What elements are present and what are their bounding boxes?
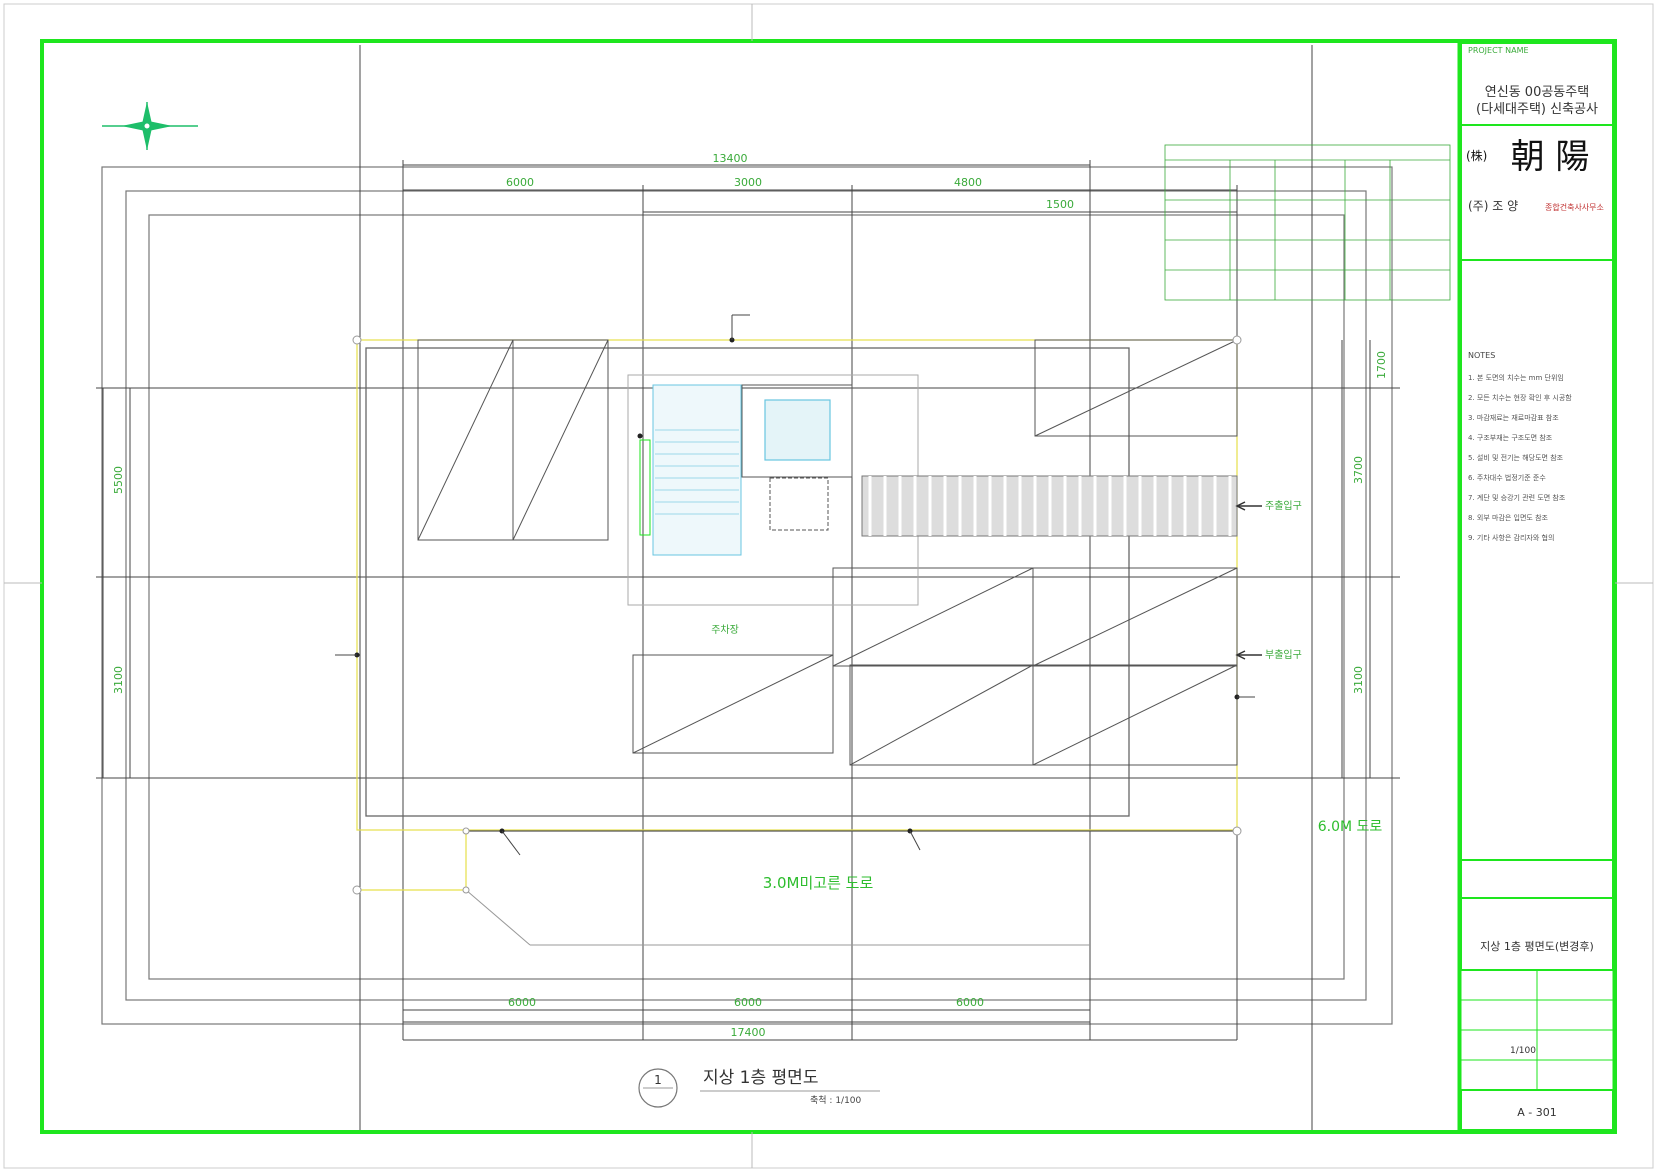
north-arrow-icon: [102, 102, 198, 150]
parking-label: 주차장: [711, 624, 739, 636]
project-name-line2: (다세대주택) 신축공사: [1476, 102, 1598, 117]
note-item: 4. 구조부재는 구조도면 참조: [1468, 433, 1553, 442]
dim-top-1: 6000: [506, 176, 534, 189]
plan-scale: 축척 : 1/100: [810, 1095, 862, 1106]
entrance-ramp: [861, 475, 1238, 537]
notes-list: 1. 본 도면의 치수는 mm 단위임 2. 모든 치수는 현장 확인 후 시공…: [1468, 373, 1572, 542]
svg-text:1: 1: [654, 1073, 662, 1087]
drawing-title-box: [1460, 897, 1614, 971]
dim-bottom-3: 6000: [956, 996, 984, 1009]
drawing-number: A - 301: [1517, 1106, 1556, 1119]
dim-bottom-1: 6000: [508, 996, 536, 1009]
note-item: 1. 본 도면의 치수는 mm 단위임: [1468, 373, 1564, 382]
notes-header: NOTES: [1468, 351, 1495, 360]
building-footprint: [365, 347, 1130, 817]
elevator-icon: [764, 399, 831, 461]
sub-entrance-label: 부출입구: [1265, 648, 1302, 661]
title-marker-icon: [638, 1068, 678, 1108]
drawing-scale: 1/100: [1510, 1046, 1536, 1056]
site-boundary-inner: [148, 214, 1345, 980]
grid-lines: [96, 45, 1400, 1130]
note-item: 2. 모든 치수는 현장 확인 후 시공함: [1468, 393, 1572, 402]
dim-bottom-2: 6000: [734, 996, 762, 1009]
note-item: 9. 기타 사항은 감리자와 협의: [1468, 533, 1554, 542]
paper-border: [3, 3, 1654, 1169]
note-item: 5. 설비 및 전기는 해당도면 참조: [1468, 453, 1564, 462]
note-item: 8. 외부 마감은 입면도 참조: [1468, 513, 1549, 522]
office-name: 종합건축사사무소: [1545, 202, 1604, 212]
site-boundary-outer: [101, 166, 1393, 1025]
parking-bays-top-left: [417, 339, 609, 541]
south-road-label: 3.0M미고른 도로: [763, 874, 874, 892]
revision-box: [1460, 859, 1614, 899]
dim-right-1: 1700: [1375, 351, 1388, 379]
main-entrance-label: 주출입구: [1265, 499, 1302, 512]
company-name: 朝 陽: [1511, 137, 1590, 177]
area-table: [1164, 144, 1451, 301]
parking-bay-top-right: [1034, 339, 1238, 437]
note-item: 7. 계단 및 승강기 관련 도면 참조: [1468, 493, 1566, 502]
drawing-title: 지상 1층 평면도(변경후): [1480, 940, 1594, 953]
site-boundary-mid: [125, 190, 1367, 1001]
south-road: [352, 335, 1242, 946]
dim-top-4: 1500: [1046, 198, 1074, 211]
note-item: 3. 마감재료는 재료마감표 참조: [1468, 413, 1559, 422]
dim-top-3: 4800: [954, 176, 982, 189]
project-name-line1: 연신동 00공동주택: [1485, 85, 1589, 100]
plan-title: 지상 1층 평면도: [703, 1068, 818, 1088]
project-name-label: PROJECT NAME: [1468, 46, 1529, 55]
dim-right-2: 3700: [1352, 456, 1365, 484]
dim-right-3: 3100: [1352, 666, 1365, 694]
parking-bays-bottom: [632, 567, 1238, 766]
dim-bottom-total: 17400: [731, 1026, 766, 1039]
note-item: 6. 주차대수 법정기준 준수: [1468, 473, 1546, 482]
plan-title-block: 1 지상 1층 평면도 축척 : 1/100: [638, 1068, 880, 1108]
east-road-label: 6.0M 도로: [1318, 819, 1383, 835]
dim-left-2: 3100: [112, 666, 125, 694]
drawing-frame: [40, 39, 1617, 1134]
office-prefix: (주) 조 양: [1468, 199, 1518, 213]
dim-top-2: 3000: [734, 176, 762, 189]
dim-top-total: 13400: [713, 152, 748, 165]
company-prefix: (株): [1466, 148, 1487, 163]
notes-box: [1460, 259, 1614, 861]
dim-left-1: 5500: [112, 466, 125, 494]
